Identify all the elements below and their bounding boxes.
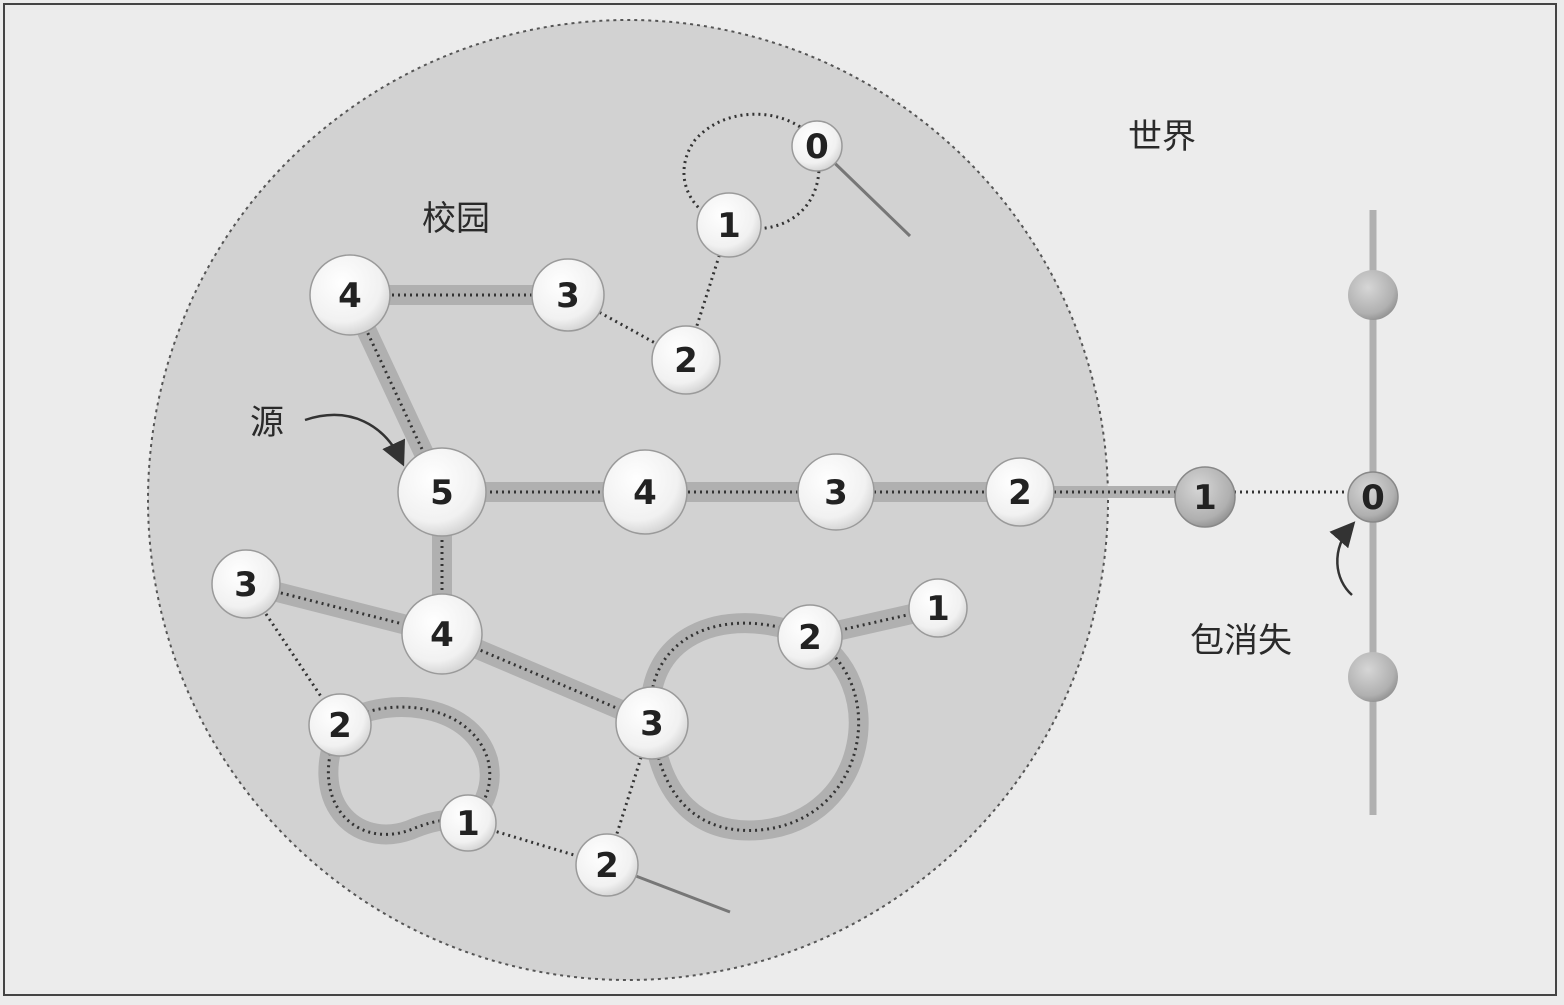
- node-n5-source: 5: [397, 447, 487, 537]
- world-router-top: [1348, 270, 1398, 320]
- source-arrow: [304, 413, 405, 467]
- node-circle: [575, 833, 639, 897]
- node-circle: [308, 693, 372, 757]
- node-n4-mid: 4: [602, 449, 688, 535]
- node-circle: [791, 120, 843, 172]
- node-n2-bottom: 2: [575, 833, 639, 897]
- node-label: 2: [595, 846, 619, 886]
- node-circle: [985, 457, 1055, 527]
- node-label: 0: [805, 127, 829, 167]
- node-circle: [1347, 471, 1399, 523]
- node-n3-mid: 3: [797, 453, 875, 531]
- node-circle: [602, 449, 688, 535]
- node-n1-edge: 1: [1174, 466, 1236, 528]
- world-router-bottom: [1348, 652, 1398, 702]
- node-circle: [651, 325, 721, 395]
- node-circle: [211, 549, 281, 619]
- node-n4-lower: 4: [401, 593, 483, 675]
- node-label: 4: [633, 473, 657, 513]
- node-circle: [531, 258, 605, 332]
- world-label: 世界: [1128, 117, 1196, 157]
- node-label: 5: [430, 473, 454, 513]
- node-label: 2: [798, 618, 822, 658]
- node-circle: [696, 192, 762, 258]
- node-n3-left: 3: [211, 549, 281, 619]
- node-n4-upper: 4: [309, 254, 391, 336]
- node-circle: [908, 578, 968, 638]
- node-label: 1: [926, 589, 950, 629]
- node-label: 4: [430, 615, 454, 655]
- node-circle: [777, 604, 843, 670]
- node-label: 1: [717, 206, 741, 246]
- node-circle: [1174, 466, 1236, 528]
- campus-label: 校园: [422, 199, 490, 239]
- node-n0-top: 0: [791, 120, 843, 172]
- source-label: 源: [250, 403, 284, 443]
- node-label: 3: [640, 704, 664, 744]
- node-n2-upper: 2: [651, 325, 721, 395]
- node-circle: [309, 254, 391, 336]
- node-circle: [397, 447, 487, 537]
- node-label: 2: [328, 706, 352, 746]
- node-n2-mid: 2: [985, 457, 1055, 527]
- node-circle: [797, 453, 875, 531]
- packet-lost-arrow: [1329, 521, 1356, 596]
- node-n3-upper: 3: [531, 258, 605, 332]
- node-circle: [401, 593, 483, 675]
- nodes-layer: 0 1 2 3 4 5 4 3 2 1 0 4 3 2 1 2 3 2 1: [211, 120, 1399, 897]
- node-label: 2: [1008, 473, 1032, 513]
- node-n2-left: 2: [308, 693, 372, 757]
- node-n1-top: 1: [696, 192, 762, 258]
- node-n0-router: 0: [1347, 471, 1399, 523]
- node-label: 3: [234, 565, 258, 605]
- node-label: 1: [1193, 478, 1217, 518]
- node-n1-right: 1: [908, 578, 968, 638]
- node-n3-lower: 3: [615, 686, 689, 760]
- node-label: 1: [456, 804, 480, 844]
- node-label: 0: [1361, 478, 1385, 518]
- packet-lost-label: 包消失: [1190, 621, 1292, 661]
- node-circle: [439, 794, 497, 852]
- node-label: 2: [674, 341, 698, 381]
- node-circle: [615, 686, 689, 760]
- node-label: 3: [824, 473, 848, 513]
- node-n1-left: 1: [439, 794, 497, 852]
- node-label: 4: [338, 276, 362, 316]
- node-label: 3: [556, 276, 580, 316]
- node-n2-right: 2: [777, 604, 843, 670]
